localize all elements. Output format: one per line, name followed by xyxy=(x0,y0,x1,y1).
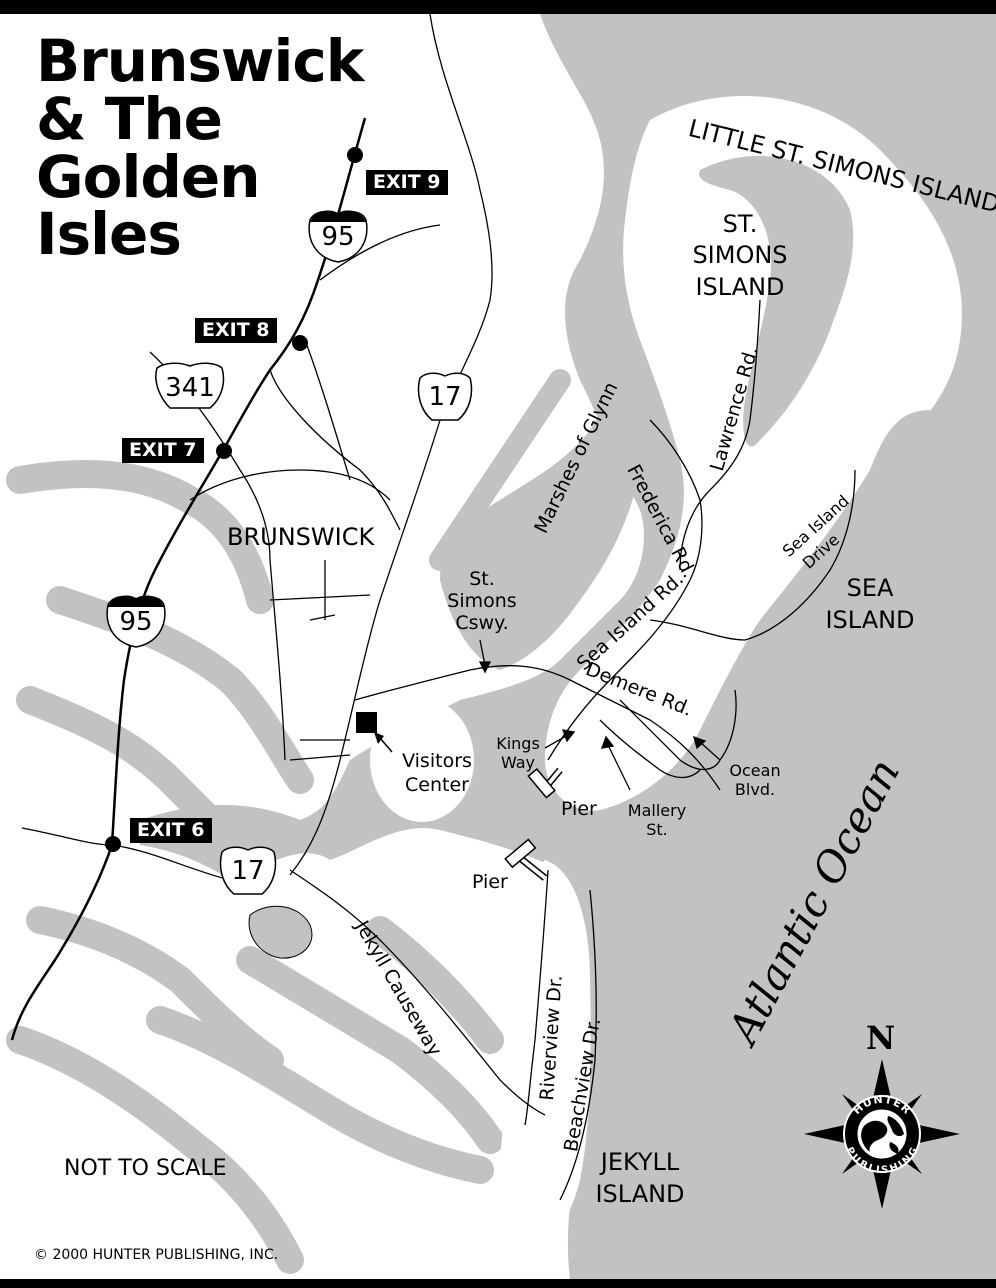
kings-way-label-1: Kings xyxy=(496,734,540,753)
visitors-arrowhead xyxy=(374,732,384,744)
top-frame-bar xyxy=(0,0,996,14)
causeway-label-3: Cswy. xyxy=(455,612,509,634)
pier-label-jekyll: Pier xyxy=(472,871,508,893)
marsh-water xyxy=(440,330,644,670)
exit-8-dot xyxy=(292,335,308,351)
title-line-4: Isles xyxy=(36,200,182,268)
kings-way-label-2: Way xyxy=(500,753,536,772)
pier-jekyll xyxy=(504,838,548,881)
us17-bottom-number: 17 xyxy=(231,856,265,886)
visitors-center-marker xyxy=(356,712,377,733)
exit-7-label: EXIT 7 xyxy=(122,438,204,463)
pier-label-st-simons: Pier xyxy=(561,798,597,820)
i95-shield-top xyxy=(308,210,368,263)
sea-island-channel xyxy=(760,410,955,660)
title-line-1: Brunswick xyxy=(36,27,364,95)
st-simons-label-3: ISLAND xyxy=(695,273,785,301)
sea-island-label-1: SEA xyxy=(846,574,894,602)
pond xyxy=(248,905,313,959)
us341-shield xyxy=(155,362,225,409)
i95-top-number: 95 xyxy=(321,222,355,252)
causeway-label-2: Simons xyxy=(447,590,517,612)
title-line-3: Golden xyxy=(36,143,260,211)
st-simons-island xyxy=(545,96,962,811)
jekyll-island xyxy=(498,860,591,1255)
ocean-blvd-label-2: Blvd. xyxy=(734,780,776,799)
pier-st-simons xyxy=(527,767,563,799)
mallery-st-label-1: Mallery xyxy=(627,801,687,820)
mainland-creeks xyxy=(6,460,504,1274)
jekyll-label-2: ISLAND xyxy=(595,1180,685,1208)
causeway-label-1: St. xyxy=(469,568,495,590)
us17-shield-top xyxy=(417,372,473,421)
visitors-center-label-2: Center xyxy=(405,774,469,796)
ocean-blvd-label-1: Ocean xyxy=(729,761,781,780)
brunswick-label: BRUNSWICK xyxy=(227,523,375,551)
visitors-center-label-1: Visitors xyxy=(402,750,472,772)
north-creek xyxy=(429,369,571,571)
road-network xyxy=(21,13,856,1201)
title-line-2: & The xyxy=(36,85,223,153)
visitors-arrow xyxy=(379,737,393,753)
callout-arrows xyxy=(478,639,721,791)
jekyll-label-1: JEKYLL xyxy=(600,1148,680,1176)
not-to-scale-note: NOT TO SCALE xyxy=(64,1156,227,1181)
exit-6-dot xyxy=(105,836,121,852)
us341-number: 341 xyxy=(165,373,215,403)
i95-shield-bottom xyxy=(106,595,166,648)
exit-9-dot xyxy=(347,147,363,163)
interstate-95 xyxy=(10,117,367,1041)
exit-8-label: EXIT 8 xyxy=(195,318,277,343)
st-simons-label-1: ST. xyxy=(722,210,758,238)
exit-9-label: EXIT 9 xyxy=(366,170,448,195)
st-simons-label-2: SIMONS xyxy=(692,241,788,269)
compass-north-label: N xyxy=(866,1019,896,1057)
exit-6-label: EXIT 6 xyxy=(130,818,212,843)
visitors-island xyxy=(370,698,474,822)
inner-channel xyxy=(699,155,854,447)
us17-shield-bottom xyxy=(219,846,277,895)
mallery-st-label-2: St. xyxy=(646,820,668,839)
copyright-note: © 2000 HUNTER PUBLISHING, INC. xyxy=(34,1247,279,1263)
i95-bottom-number: 95 xyxy=(119,607,153,637)
exit-7-dot xyxy=(216,443,232,459)
sea-island-label-2: ISLAND xyxy=(825,606,915,634)
us17-top-number: 17 xyxy=(428,382,462,412)
bottom-frame-bar xyxy=(0,1279,996,1288)
